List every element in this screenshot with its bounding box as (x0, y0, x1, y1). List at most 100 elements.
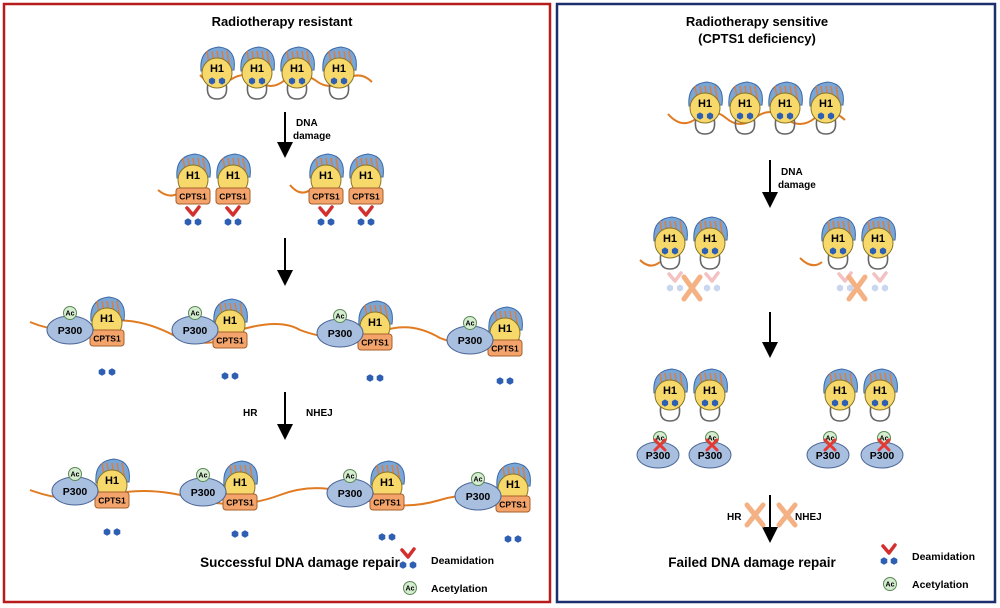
histone-label: H1 (698, 98, 712, 110)
left-nhej-label: NHEJ (306, 408, 333, 419)
ac-label: Ac (66, 311, 75, 318)
deamidation-check-icon (358, 205, 374, 217)
histone-label: H1 (778, 98, 792, 110)
deamidation-check-icon (667, 271, 683, 283)
deamidation-dots (880, 557, 898, 565)
blocked-cross-icon (846, 274, 868, 302)
deamidation-dots (817, 112, 835, 120)
deamidation-dots (317, 218, 335, 226)
deamidation-dots (666, 284, 684, 292)
p300-protein: P300 Ac (454, 472, 502, 511)
left-legend: Deamidation Ac Acetylation (399, 547, 494, 595)
cpts1-protein: CPTS1 (212, 331, 248, 349)
deamidation-dots (248, 77, 266, 85)
right-hr-cross (744, 502, 766, 528)
deamidation-dots (836, 284, 854, 292)
acetylation-badge: Ac (196, 468, 210, 482)
p300-label: P300 (183, 325, 208, 337)
deamidation-legend-icon (880, 543, 898, 565)
cpts1-protein: CPTS1 (175, 187, 211, 205)
cpts1-protein: CPTS1 (495, 495, 531, 513)
right-legend: Deamidation Ac Acetylation (880, 543, 975, 591)
p300-label: P300 (338, 488, 363, 500)
histone-h1: H1 (728, 81, 763, 135)
ac-label: Ac (346, 474, 355, 481)
acetylation-badge: Ac (403, 581, 417, 595)
p300-protein: P300 Ac (316, 309, 364, 348)
left-step-dna-line2: damage (293, 131, 331, 142)
histone-h1: H1 (823, 368, 858, 422)
cpts1-label: CPTS1 (491, 344, 519, 354)
histone-label: H1 (319, 170, 333, 182)
deamidation-dots (871, 284, 889, 292)
acetylation-badge: Ac (471, 472, 485, 486)
p300-label: P300 (466, 491, 491, 503)
deamidation-dots (701, 247, 719, 255)
cpts1-label: CPTS1 (98, 496, 126, 506)
ac-label: Ac (656, 436, 665, 443)
acetylation-badge: Ac (705, 431, 719, 452)
cpts1-protein: CPTS1 (222, 493, 258, 511)
cpts1-protein: CPTS1 (89, 329, 125, 347)
histone-label: H1 (819, 98, 833, 110)
cpts1-label: CPTS1 (499, 500, 527, 510)
p300-label: P300 (328, 328, 353, 340)
histone-label: H1 (738, 98, 752, 110)
dna-strands (29, 74, 846, 507)
deamidation-dots (357, 218, 375, 226)
histone-label: H1 (105, 475, 119, 487)
deamidation-dots (98, 368, 116, 376)
blocked-icon (705, 438, 719, 452)
histone-label: H1 (380, 477, 394, 489)
p300-label: P300 (698, 450, 723, 462)
deamidation-dots (701, 399, 719, 407)
right-title-line2: (CPTS1 deficiency) (698, 31, 816, 46)
histone-h1: H1 (240, 46, 275, 100)
histone-label: H1 (359, 170, 373, 182)
deamidation-dots (696, 112, 714, 120)
right-panel-border (555, 2, 997, 604)
ac-label: Ac (826, 436, 835, 443)
deamidation-dots (736, 112, 754, 120)
acetylation-badge: Ac (823, 431, 837, 452)
deamidation-dots (221, 372, 239, 380)
histone-h1: H1 (693, 368, 728, 422)
blocked-icon (653, 438, 667, 452)
ac-label: Ac (406, 586, 415, 593)
p300-protein: P300 Ac (46, 306, 94, 345)
histone-label: H1 (332, 63, 346, 75)
deamidation-check-icon (185, 205, 201, 217)
deamidation-check-icon (400, 547, 416, 559)
p300-label: P300 (63, 486, 88, 498)
blocked-icon (877, 438, 891, 452)
left-legend-deamidation: Deamidation (431, 555, 494, 567)
cpts1-protein: CPTS1 (215, 187, 251, 205)
right-title-line1: Radiotherapy sensitive (686, 14, 828, 29)
cpts1-label: CPTS1 (373, 498, 401, 508)
right-step-dna-line2: damage (778, 180, 816, 191)
left-panel-border (2, 2, 552, 604)
histone-label: H1 (498, 323, 512, 335)
right-hr-label: HR (727, 512, 742, 523)
deamidation-dots (871, 399, 889, 407)
histone-h1: H1 (653, 216, 688, 270)
left-title: Radiotherapy resistant (212, 14, 354, 29)
histone-label: H1 (186, 170, 200, 182)
cpts1-label: CPTS1 (226, 498, 254, 508)
left-legend-acetylation: Acetylation (431, 583, 488, 595)
p300-label: P300 (58, 325, 83, 337)
acetylation-badge: Ac (333, 309, 347, 323)
acetylation-badge: Ac (653, 431, 667, 452)
histone-label: H1 (210, 63, 224, 75)
histone-h1: H1 (768, 81, 803, 135)
deamidation-dots (504, 535, 522, 543)
deamidation-dots (661, 247, 679, 255)
cpts1-label: CPTS1 (219, 192, 247, 202)
deamidation-dots (869, 247, 887, 255)
acetylation-badge: Ac (883, 577, 897, 591)
